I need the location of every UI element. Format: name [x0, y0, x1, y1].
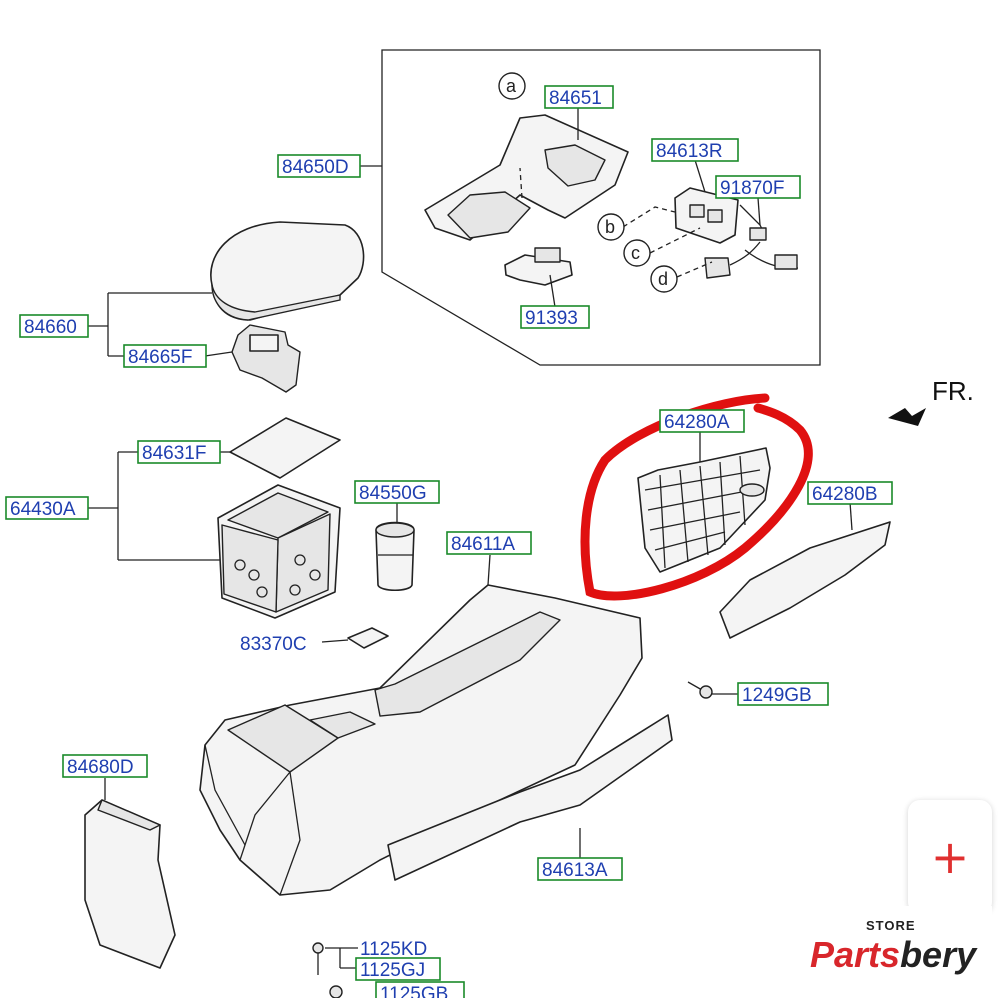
mat-84631F	[229, 417, 341, 479]
callout-d: d	[650, 265, 678, 293]
label-64280A[interactable]: 64280A	[659, 409, 745, 433]
highlight-circle	[580, 393, 813, 601]
callout-c: c	[623, 239, 651, 267]
switch-panel-84613R	[674, 187, 739, 244]
svg-text:84631F: 84631F	[142, 443, 206, 464]
svg-text:c: c	[631, 243, 640, 263]
svg-text:91870F: 91870F	[720, 178, 784, 199]
logo-brand: Partsbery	[810, 934, 976, 976]
label-84650D[interactable]: 84650D	[277, 154, 361, 178]
add-button[interactable]: +	[908, 800, 992, 914]
svg-text:84650D: 84650D	[282, 157, 349, 178]
label-84613R[interactable]: 84613R	[651, 138, 739, 162]
screw-1249GB	[687, 681, 713, 699]
label-91393[interactable]: 91393	[520, 305, 590, 329]
plus-icon: +	[930, 830, 970, 884]
svg-text:1125GB: 1125GB	[380, 984, 448, 998]
shift-trim-panel	[424, 114, 629, 241]
label-84660[interactable]: 84660	[19, 314, 89, 338]
label-64280B[interactable]: 64280B	[807, 481, 893, 505]
side-panel-64280B	[719, 521, 891, 639]
svg-text:64280A: 64280A	[664, 412, 730, 433]
svg-text:84613A: 84613A	[542, 860, 608, 881]
label-64430A[interactable]: 64430A	[5, 496, 89, 520]
console-body-84611A	[199, 584, 643, 896]
label-84611A[interactable]: 84611A	[446, 531, 532, 555]
svg-text:84611A: 84611A	[451, 534, 515, 555]
svg-text:84680D: 84680D	[67, 757, 134, 778]
hinge-84665F	[231, 324, 301, 393]
storage-box-64430A	[217, 484, 341, 619]
side-trim-84613A	[387, 714, 673, 881]
callout-b: b	[597, 213, 625, 241]
clip-91393	[504, 247, 573, 286]
svg-text:84613R: 84613R	[656, 141, 723, 162]
callout-a: a	[498, 72, 526, 100]
label-1125KD[interactable]: 1125KD	[360, 939, 427, 960]
label-1249GB[interactable]: 1249GB	[737, 682, 829, 706]
label-84665F[interactable]: 84665F	[123, 344, 207, 368]
bolt-1125GB	[329, 985, 343, 998]
svg-text:84550G: 84550G	[359, 483, 427, 504]
svg-text:91393: 91393	[525, 308, 578, 329]
side-panel-64280A	[637, 447, 771, 573]
label-84631F[interactable]: 84631F	[137, 440, 221, 464]
svg-text:d: d	[658, 269, 668, 289]
svg-text:1249GB: 1249GB	[742, 685, 812, 706]
armrest-84660	[210, 221, 365, 321]
front-direction-indicator: FR.	[888, 376, 974, 426]
svg-text:1125GJ: 1125GJ	[360, 960, 425, 981]
cup-holder-84550G	[375, 521, 415, 592]
label-1125GJ[interactable]: 1125GJ	[355, 957, 441, 981]
label-91870F[interactable]: 91870F	[715, 175, 801, 199]
label-84613A[interactable]: 84613A	[537, 857, 623, 881]
svg-text:b: b	[605, 217, 615, 237]
label-1125GB[interactable]: 1125GB	[375, 981, 465, 998]
bolt-1125KD	[312, 942, 324, 975]
pad-83370C	[347, 627, 389, 649]
svg-text:FR.: FR.	[932, 376, 974, 406]
svg-text:64280B: 64280B	[812, 484, 878, 505]
svg-text:64430A: 64430A	[10, 499, 76, 520]
svg-text:a: a	[506, 76, 517, 96]
end-cap-84680D	[84, 799, 176, 969]
label-84550G[interactable]: 84550G	[354, 480, 440, 504]
svg-text:84665F: 84665F	[128, 347, 192, 368]
store-logo: STORE Partsbery	[796, 906, 992, 992]
inset-assembly-box	[381, 49, 821, 366]
svg-text:84660: 84660	[24, 317, 77, 338]
logo-store-text: STORE	[866, 918, 916, 933]
label-83370C[interactable]: 83370C	[240, 634, 307, 655]
label-84680D[interactable]: 84680D	[62, 754, 148, 778]
svg-text:84651: 84651	[549, 88, 602, 109]
logo-brand-part1: Parts	[810, 934, 901, 975]
label-84651[interactable]: 84651	[544, 85, 614, 109]
logo-brand-part2: bery	[900, 934, 977, 975]
